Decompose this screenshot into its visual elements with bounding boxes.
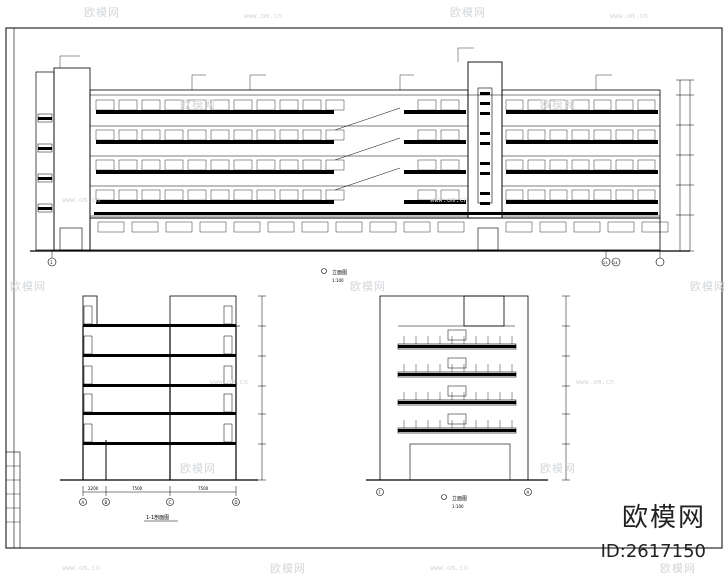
section-span-1: 2200 — [88, 486, 99, 491]
watermark-url: www.om.cn — [244, 12, 282, 20]
section-axis-d: D — [235, 500, 238, 505]
watermark-url: www.om.cn — [62, 564, 100, 572]
front-elevation-scale: 1:100 — [332, 278, 344, 283]
section-axis-b: B — [105, 500, 108, 505]
image-id: ID:2617150 — [600, 541, 706, 562]
side-axis-a: A — [527, 490, 530, 495]
watermark-text: 欧模网 — [350, 280, 386, 293]
front-elevation: 立面图 1:100 1 23 24 — [30, 47, 694, 283]
side-elevation-title: 立面图 — [452, 495, 467, 502]
watermark-url: www.om.cn — [430, 564, 468, 572]
watermark-url: www.om.cn — [576, 378, 614, 386]
watermark-text: 欧模网 — [84, 6, 120, 19]
watermark-text: 欧模网 — [540, 98, 576, 111]
front-axis-1: 1 — [50, 260, 53, 265]
front-elevation-title: 立面图 — [332, 269, 347, 276]
front-axis-24: 24 — [613, 261, 618, 265]
section-axis-a: A — [82, 500, 85, 505]
side-elevation-scale: 1:100 — [452, 504, 464, 509]
watermark-url: www.om.cn — [610, 12, 648, 20]
watermark-text: 欧模网 — [180, 98, 216, 111]
side-elevation: F A 立面图 1:100 — [366, 295, 570, 509]
watermark-text: 欧模网 — [10, 280, 46, 293]
watermark-text: 欧模网 — [270, 562, 306, 575]
watermark-text: 欧模网 — [660, 562, 696, 575]
title-block — [5, 451, 21, 549]
watermark-url: www.om.cn — [62, 196, 100, 204]
sheet-border — [5, 27, 723, 549]
section-span-3: 7500 — [198, 486, 209, 491]
watermark-text: 欧模网 — [690, 280, 726, 293]
watermark-url: www.om.cn — [430, 196, 468, 204]
front-axis-23: 23 — [603, 261, 607, 265]
watermark-text: 欧模网 — [450, 6, 486, 19]
section-axis-c: C — [169, 500, 172, 505]
section-title: 1-1剖面图 — [146, 514, 169, 521]
section-1-1: 2200 7500 7500 A B C D 1-1剖面图 — [60, 295, 266, 522]
brand-logo-text: 欧模网 — [621, 503, 706, 533]
watermark-text: 欧模网 — [540, 462, 576, 475]
section-span-2: 7500 — [132, 486, 143, 491]
side-axis-f: F — [379, 490, 382, 495]
watermark-url: www.om.cn — [210, 378, 248, 386]
watermark-text: 欧模网 — [180, 462, 216, 475]
